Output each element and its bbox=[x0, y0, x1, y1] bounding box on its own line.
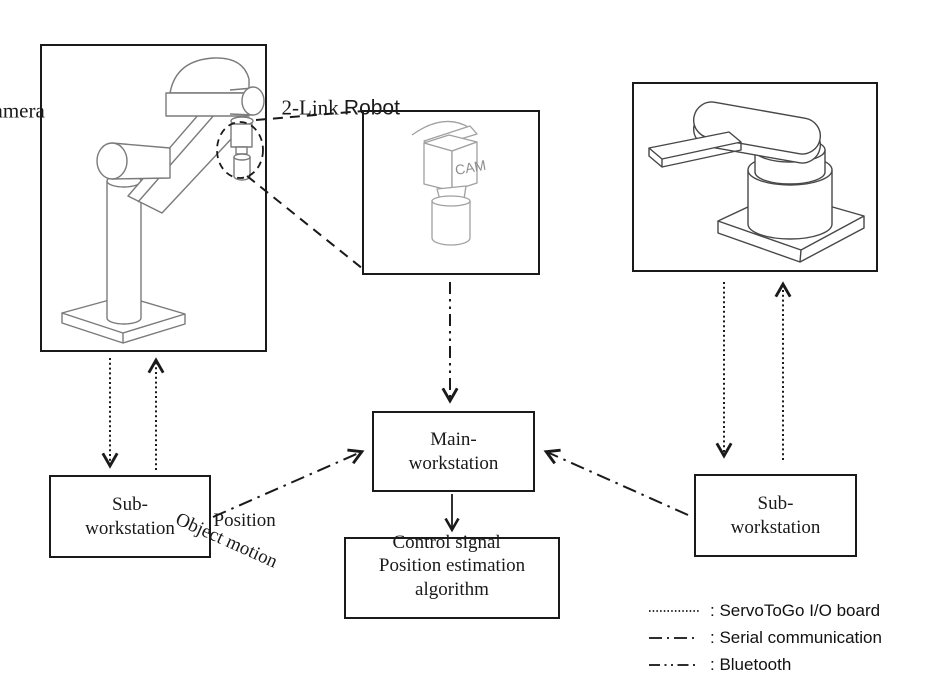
two-link-title-sans: Robot bbox=[343, 96, 400, 120]
legend-serial-label: : Serial communication bbox=[710, 627, 882, 647]
sub-workstation-left-line2: workstation bbox=[85, 517, 175, 539]
legend-bluetooth-label: : Bluetooth bbox=[710, 654, 792, 674]
legend-row-serial: : Serial communication bbox=[648, 624, 882, 651]
legend-row-bluetooth: : Bluetooth bbox=[648, 651, 882, 678]
main-workstation-line2: workstation bbox=[408, 452, 499, 474]
legend: : ServoToGo I/O board : Serial communica… bbox=[648, 597, 882, 678]
sub-workstation-right-box: Sub- workstation bbox=[694, 474, 857, 557]
legend-dash-dot-dot-line-icon bbox=[649, 663, 699, 666]
legend-dotted-line-icon bbox=[649, 609, 699, 612]
legend-servotogo-label: : ServoToGo I/O board bbox=[710, 600, 881, 620]
two-link-title: 2-Link Robot bbox=[282, 96, 945, 121]
legend-dash-dot-line-icon bbox=[649, 636, 699, 639]
puma-image-frame bbox=[40, 44, 267, 352]
puma-position-label: Position bbox=[0, 483, 543, 505]
position-estimation-line2: algorithm bbox=[415, 579, 489, 600]
main-workstation-box: Main- workstation bbox=[372, 411, 535, 492]
twolink-control-signal-label: Control signal bbox=[392, 532, 501, 553]
camera-title: Camera bbox=[0, 98, 45, 123]
sub-workstation-left-box: Sub- workstation bbox=[49, 475, 211, 558]
camera-image-frame bbox=[362, 110, 540, 275]
legend-row-servotogo: : ServoToGo I/O board bbox=[648, 597, 882, 624]
two-link-title-serif: 2-Link bbox=[281, 95, 344, 120]
puma-title: PUMA 560 bbox=[0, 6, 636, 31]
twolink-position-label: Position bbox=[213, 510, 276, 531]
image-label: Image bbox=[0, 446, 883, 468]
sub-workstation-left-line1: Sub- bbox=[112, 493, 148, 515]
position-estimation-box: Position estimation algorithm bbox=[344, 537, 560, 619]
sub-workstation-right-line1: Sub- bbox=[757, 492, 794, 514]
main-workstation-line1: Main- bbox=[430, 428, 477, 450]
sub-workstation-right-line2: workstation bbox=[730, 516, 821, 538]
position-estimation-line1: Position estimation bbox=[378, 555, 526, 576]
